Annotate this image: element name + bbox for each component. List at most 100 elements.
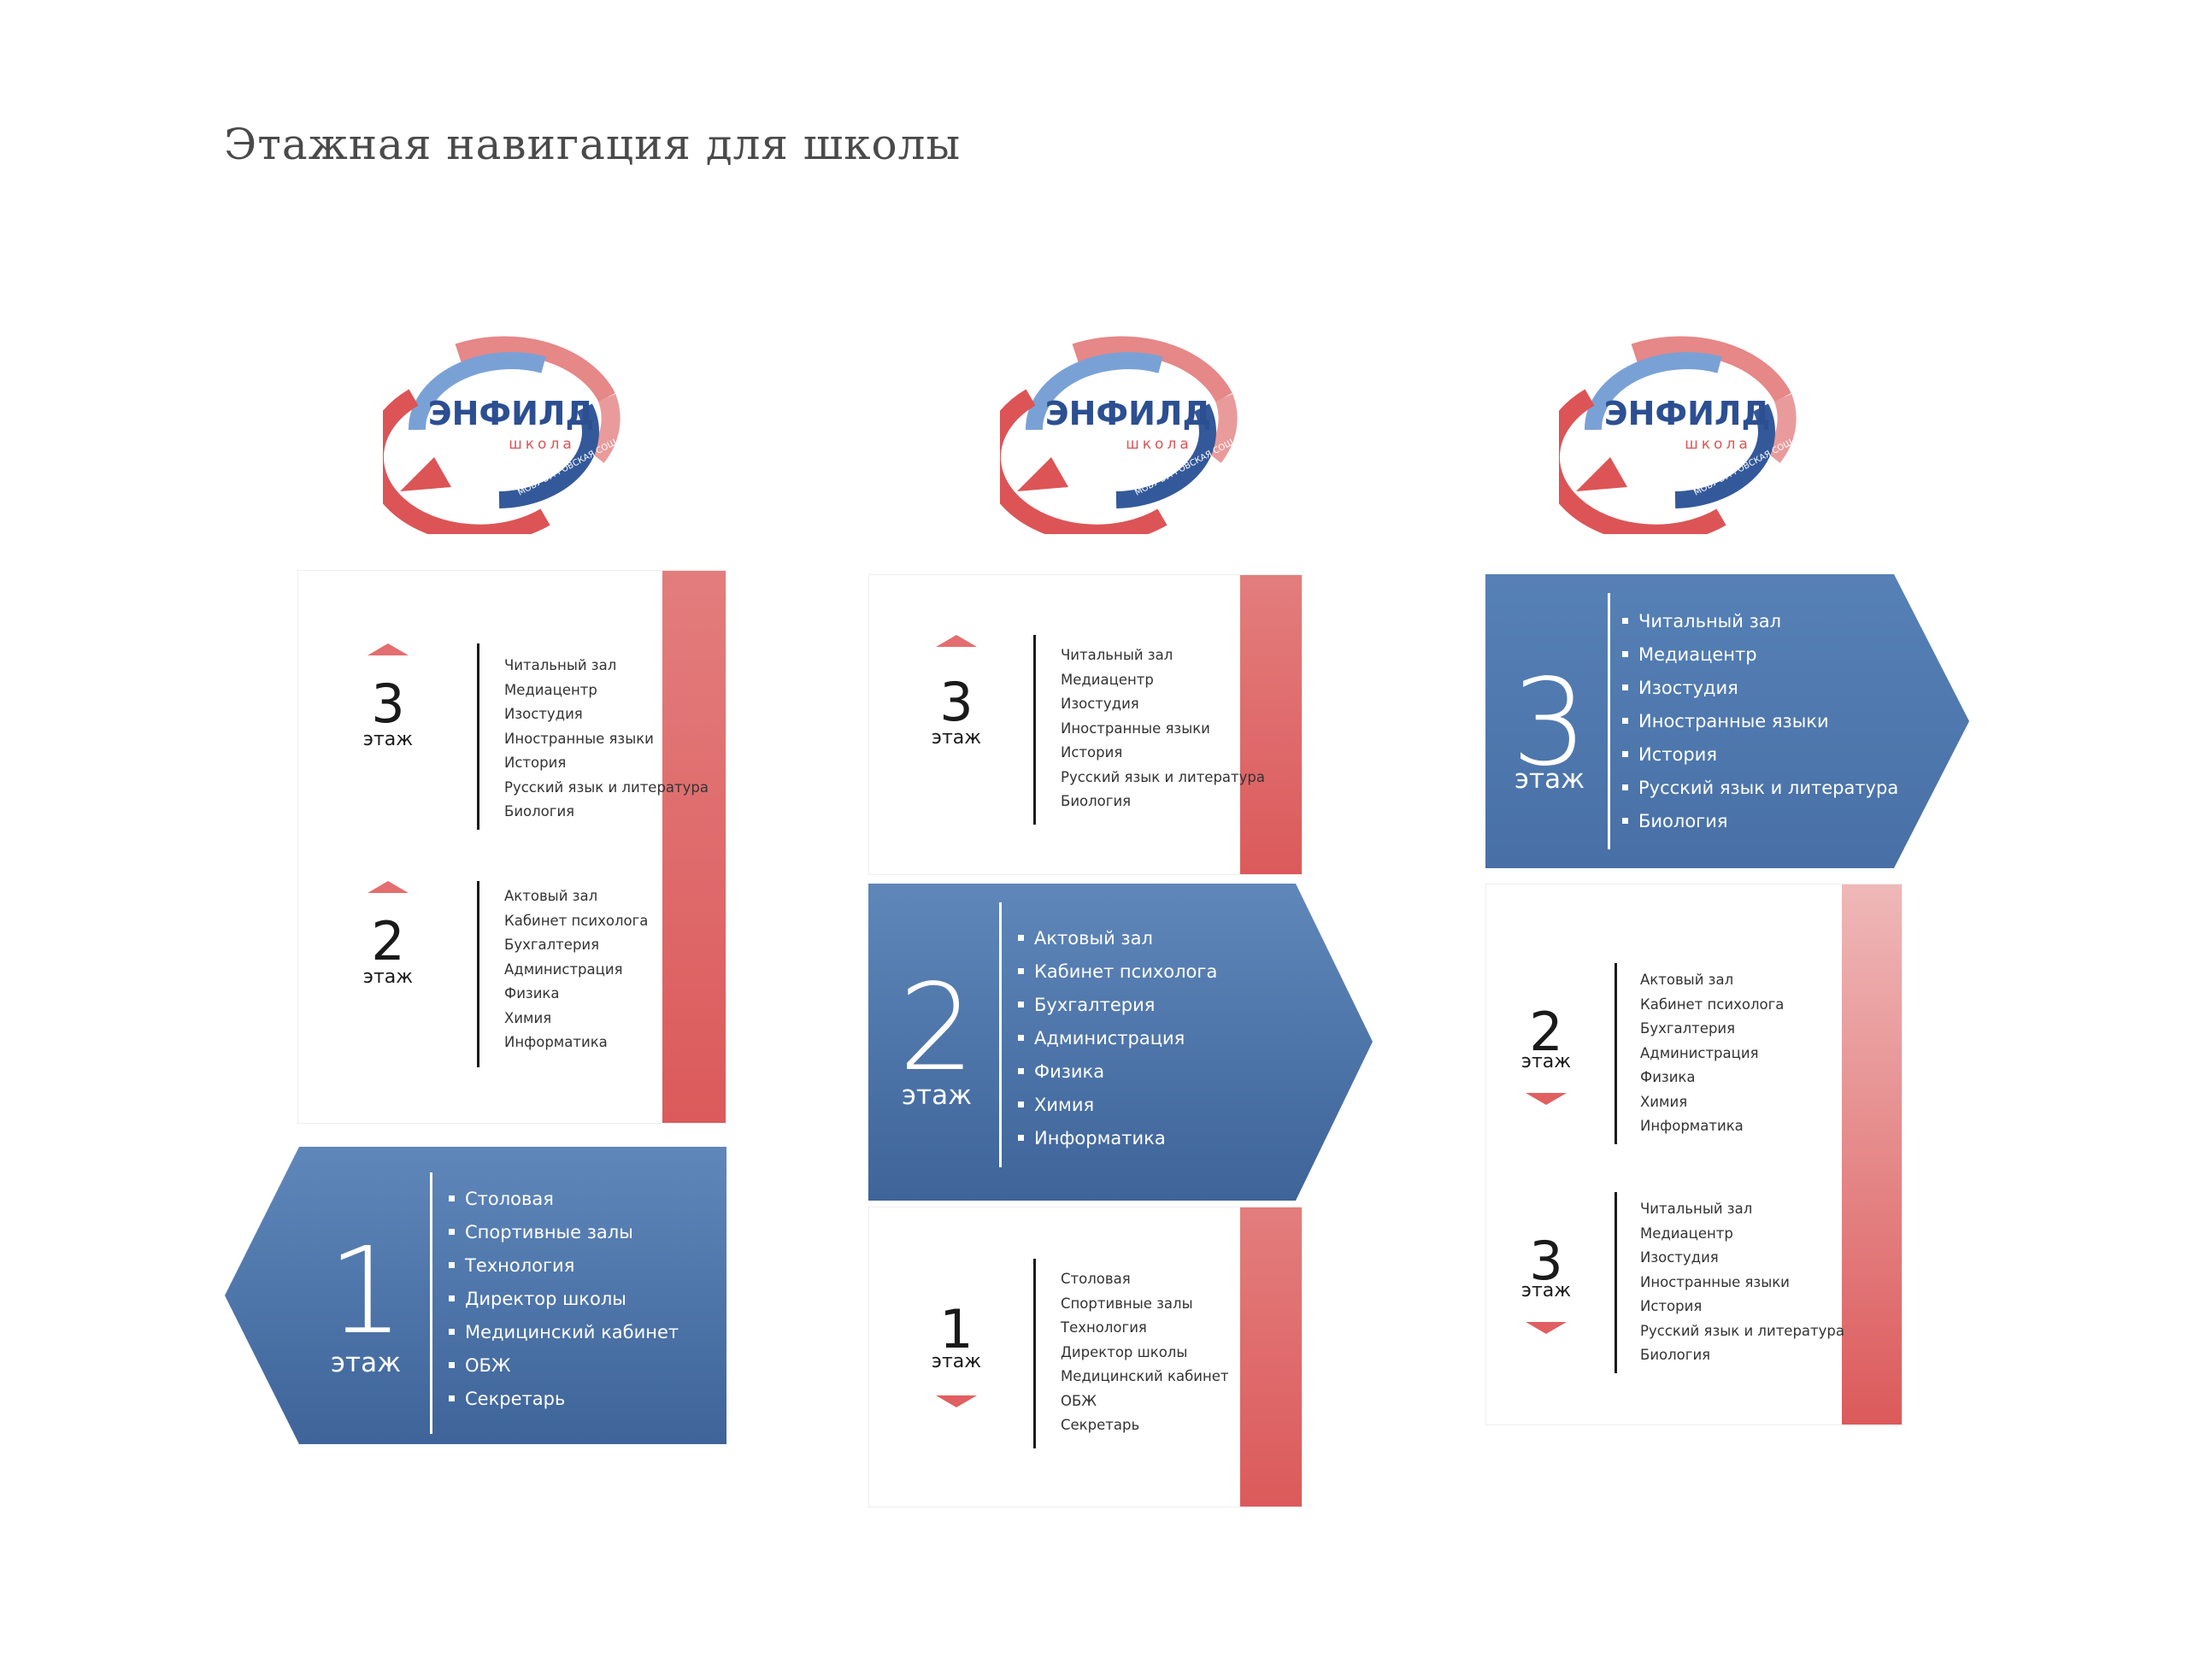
arrow-left-shape — [225, 1147, 726, 1444]
room-item: Технология — [1061, 1316, 1229, 1341]
room-name: Столовая — [1061, 1271, 1131, 1287]
room-name: Директор школы — [465, 1289, 626, 1309]
room-name: ОБЖ — [465, 1355, 511, 1376]
room-item: Бухгалтерия — [504, 933, 648, 958]
room-name: Спортивные залы — [465, 1222, 633, 1242]
school-logo: ЭНФИЛД школа МОБУ БУГРОВСКАЯ СОШ 2 — [1540, 329, 1802, 543]
room-item: Медиацентр — [1061, 668, 1265, 693]
room-item: Физика — [1640, 1066, 1784, 1090]
room-name: Изостудия — [1640, 1249, 1719, 1266]
room-name: Бухгалтерия — [1034, 995, 1156, 1015]
red-accent-bar — [1240, 575, 1302, 874]
room-name: Медиацентр — [504, 681, 597, 698]
room-item: Химия — [1640, 1090, 1784, 1115]
floor-number: 1 — [327, 1222, 404, 1361]
bullet-icon — [1018, 1067, 1024, 1074]
room-name: Иностранные языки — [1640, 1273, 1790, 1290]
arrow-down-icon — [936, 1395, 977, 1407]
room-item: Русский язык и литература — [1061, 766, 1265, 790]
bullet-icon — [1018, 1001, 1024, 1007]
room-name: Физика — [504, 985, 560, 1002]
room-name: Медицинский кабинет — [1061, 1368, 1229, 1384]
room-name: Русский язык и литература — [1638, 778, 1899, 798]
divider-line — [1615, 1192, 1617, 1373]
room-name: Биология — [1061, 793, 1132, 809]
room-name: Технология — [465, 1255, 575, 1276]
room-name: Кабинет психолога — [1640, 996, 1785, 1013]
floor-number: 3 — [1529, 1230, 1563, 1292]
divider-line — [1033, 1259, 1036, 1448]
floor-label: этаж — [1515, 764, 1585, 795]
room-name: Русский язык и литература — [504, 778, 709, 796]
room-name: Медиацентр — [1638, 644, 1757, 665]
floor-label: этаж — [931, 1351, 982, 1372]
bullet-icon — [1622, 784, 1628, 790]
room-item: Директор школы — [449, 1283, 679, 1316]
room-item: Изостудия — [504, 702, 709, 727]
room-name: Изостудия — [1638, 678, 1738, 698]
room-name: Физика — [1640, 1069, 1696, 1085]
floor-number: 3 — [1511, 654, 1588, 793]
room-item: Медиацентр — [504, 678, 709, 703]
school-logo: ЭНФИЛД школа МОБУ БУГРОВСКАЯ СОШ 2 — [364, 329, 626, 543]
arrow-down-icon — [1526, 1093, 1567, 1105]
room-name: История — [1638, 744, 1717, 765]
room-item: Биология — [504, 800, 709, 825]
bullet-icon — [1018, 1134, 1024, 1141]
room-item: Читальный зал — [504, 654, 709, 678]
room-item: ОБЖ — [1061, 1389, 1229, 1414]
room-item: Биология — [1061, 790, 1265, 814]
divider-line — [1608, 593, 1610, 849]
floor-label: этаж — [331, 1348, 401, 1378]
room-name: Изостудия — [1061, 696, 1139, 712]
room-item: Кабинет психолога — [1640, 993, 1784, 1018]
arrow-down-icon — [1526, 1322, 1567, 1334]
room-item: Столовая — [449, 1183, 679, 1216]
red-accent-bar — [662, 571, 726, 1123]
room-item: Изостудия — [1640, 1246, 1844, 1271]
bullet-icon — [1622, 817, 1628, 824]
floor-number: 2 — [898, 959, 975, 1098]
room-name: Читальный зал — [1640, 1201, 1753, 1217]
floor-label: этаж — [931, 727, 982, 749]
floor-number: 2 — [1529, 1001, 1563, 1063]
room-item: Русский язык и литература — [1622, 772, 1898, 805]
room-item: Бухгалтерия — [1640, 1017, 1784, 1042]
bullet-icon — [449, 1195, 455, 1201]
logo-name: ЭНФИЛД — [1604, 395, 1771, 432]
bullet-icon — [449, 1361, 455, 1368]
room-item: Медицинский кабинет — [449, 1316, 679, 1349]
bullet-icon — [1018, 934, 1024, 941]
room-item: Кабинет психолога — [1018, 955, 1217, 989]
room-item: Информатика — [1018, 1122, 1217, 1155]
logo-name: ЭНФИЛД — [1045, 395, 1212, 432]
room-item: Изостудия — [1622, 672, 1898, 705]
room-name: История — [1640, 1298, 1703, 1314]
room-item: Актовый зал — [1018, 922, 1217, 955]
room-name: Администрация — [1034, 1028, 1185, 1049]
floor-number: 1 — [939, 1298, 973, 1360]
arrow-up-icon — [368, 881, 409, 893]
room-item: Читальный зал — [1061, 643, 1265, 668]
room-item: Биология — [1640, 1343, 1844, 1368]
room-item: Администрация — [1018, 1022, 1217, 1055]
room-name: Информатика — [1640, 1118, 1744, 1134]
bullet-icon — [1622, 617, 1628, 624]
room-item: Администрация — [1640, 1042, 1784, 1066]
room-name: Бухгалтерия — [504, 937, 600, 953]
room-name: Физика — [1034, 1061, 1105, 1082]
room-name: Читальный зал — [504, 657, 617, 673]
room-name: Информатика — [1034, 1128, 1166, 1148]
room-name: Биология — [1638, 811, 1728, 831]
floor-number: 2 — [371, 910, 405, 972]
room-item: История — [1061, 741, 1265, 766]
